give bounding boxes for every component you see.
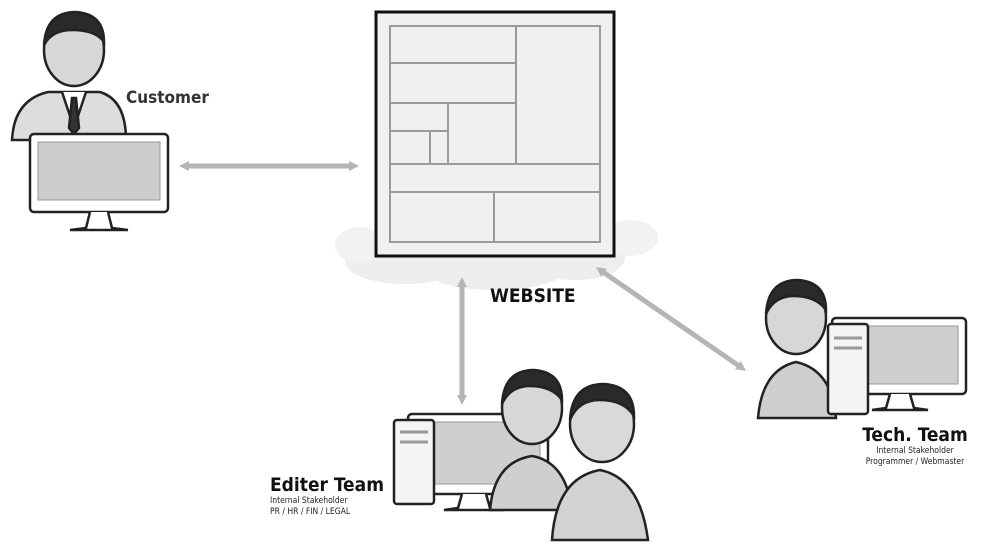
website-label: WEBSITE xyxy=(490,285,576,307)
customer-label: Customer xyxy=(126,88,209,108)
tech-website-arrow xyxy=(600,270,742,368)
tech-tower-icon xyxy=(828,324,868,414)
tech-person-icon xyxy=(758,280,836,418)
customer-person-icon xyxy=(12,12,126,140)
customer-monitor-icon xyxy=(30,134,168,230)
tech-team-departments: Programmer / Webmaster xyxy=(840,457,990,468)
editor-person-icon-front xyxy=(552,384,648,540)
website-page xyxy=(376,12,614,256)
tech-team-caption: Tech. Team Internal Stakeholder Programm… xyxy=(840,424,990,468)
editor-team-caption: Editer Team Internal Stakeholder PR / HR… xyxy=(270,474,384,518)
editor-team-role: Internal Stakeholder xyxy=(270,496,384,507)
editor-team-title: Editer Team xyxy=(270,474,384,496)
tech-team-role: Internal Stakeholder xyxy=(840,446,990,457)
tech-team-title: Tech. Team xyxy=(840,424,990,446)
editor-team-departments: PR / HR / FIN / LEGAL xyxy=(270,507,384,518)
